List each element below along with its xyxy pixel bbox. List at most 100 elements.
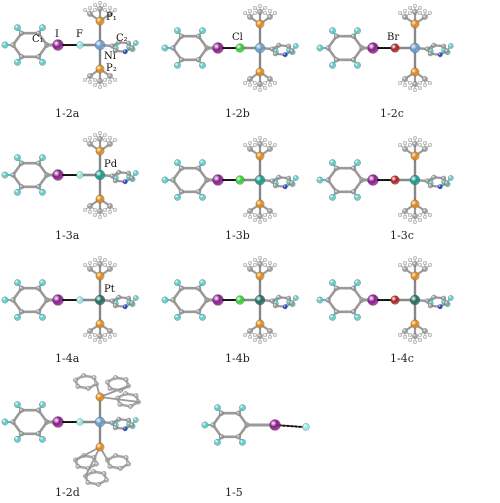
carbon-atom <box>109 298 115 304</box>
hydrogen-atom <box>253 258 257 262</box>
hydrogen-atom <box>398 11 402 15</box>
hydrogen-atom <box>413 136 417 140</box>
panel-1-2c: Br1-2c <box>316 4 454 120</box>
hydrogen-atom <box>398 143 402 147</box>
carbon-atom <box>269 46 275 52</box>
carbon-atom <box>81 373 86 378</box>
phosphorus-atom <box>95 146 105 156</box>
fluorine-atom <box>316 176 324 184</box>
fluorine-atom <box>133 170 139 176</box>
p-c-bond <box>99 385 130 398</box>
hydrogen-atom <box>248 215 252 219</box>
carbon-atom <box>272 303 278 309</box>
hydrogen-atom <box>253 6 257 10</box>
carbon-atom <box>325 45 331 51</box>
carbon-atom <box>35 407 42 413</box>
hydrogen-atom <box>88 210 92 214</box>
hydrogen-atom <box>263 218 267 222</box>
fluorine-atom <box>201 421 209 429</box>
carbon-atom <box>247 208 253 214</box>
hydrogen-atom <box>398 213 402 217</box>
carbon-atom <box>97 261 103 267</box>
carbon-atom <box>257 213 263 219</box>
panel-1-2b: Cl1-2b <box>161 4 299 120</box>
hydrogen-atom <box>103 258 107 262</box>
carbon-atom <box>18 160 25 166</box>
carbon-atom <box>112 425 118 431</box>
fluorine-atom <box>133 40 139 46</box>
fluorine-atom <box>174 279 181 287</box>
fluorine-atom <box>329 61 336 69</box>
fluorine-atom <box>39 188 46 196</box>
carbon-atom <box>350 57 357 63</box>
hydrogen-atom <box>408 81 412 85</box>
carbon-atom <box>350 285 357 291</box>
hydrogen-atom <box>413 256 417 260</box>
phosphorus-atom <box>410 271 420 281</box>
carbon-atom <box>350 33 357 39</box>
carbon-atom <box>257 261 263 267</box>
fluorine-atom <box>39 401 46 409</box>
bromine-atom <box>390 295 400 305</box>
metal-atom <box>254 174 266 186</box>
carbon-atom <box>267 328 273 334</box>
hydrogen-atom <box>398 263 402 267</box>
carbon-atom <box>286 43 292 49</box>
fluorine-atom <box>329 159 336 167</box>
panel-1-3a: Pd1-3a <box>1 131 139 242</box>
hydrogen-atom <box>103 8 107 12</box>
fluorine-atom <box>76 296 84 304</box>
hydrogen-atom <box>418 81 422 85</box>
hydrogen-atom <box>103 133 107 137</box>
fluorine-atom <box>39 154 46 162</box>
carbon-atom <box>333 57 340 63</box>
carbon-atom <box>325 177 331 183</box>
nitrogen-atom <box>122 426 128 432</box>
carbon-atom <box>107 11 113 17</box>
hydrogen-atom <box>263 6 267 10</box>
carbon-atom <box>325 297 331 303</box>
hydrogen-atom <box>253 263 257 267</box>
carbon-atom <box>35 431 42 437</box>
hydrogen-atom <box>253 138 257 142</box>
carbon-atom <box>257 81 263 87</box>
hydrogen-atom <box>253 11 257 15</box>
atom-label-metal: Ni <box>104 51 116 62</box>
carbon-atom <box>333 309 340 315</box>
hydrogen-atom <box>253 218 257 222</box>
metal-atom <box>254 42 266 54</box>
carbon-atom <box>35 285 42 291</box>
atom-label-p1: P₁ <box>106 12 117 23</box>
atom-label-p2: P₂ <box>106 63 117 74</box>
hydrogen-atom <box>418 263 422 267</box>
fluorine-atom <box>14 279 21 287</box>
phosphorus-atom <box>410 151 420 161</box>
phosphorus-atom <box>410 19 420 29</box>
hydrogen-atom <box>103 3 107 7</box>
carbon-atom <box>109 173 115 179</box>
carbon-atom <box>91 469 96 474</box>
carbon-atom <box>116 39 122 45</box>
fluorine-atom <box>1 296 9 304</box>
hydrogen-atom <box>258 88 262 92</box>
carbon-atom <box>126 40 132 46</box>
carbon-atom <box>129 300 135 306</box>
hydrogen-atom <box>98 256 102 260</box>
fluorine-atom <box>199 313 206 321</box>
hydrogen-atom <box>403 261 407 265</box>
hydrogen-atom <box>103 333 107 337</box>
carbon-atom <box>402 76 408 82</box>
carbon-atom <box>178 165 185 171</box>
fluorine-atom <box>239 404 246 412</box>
fluorine-atom <box>448 295 454 301</box>
carbon-atom <box>18 30 25 36</box>
hydrogen-atom <box>258 4 262 8</box>
iodine-atom <box>367 42 379 54</box>
hydrogen-atom <box>263 258 267 262</box>
hydrogen-atom <box>258 220 262 224</box>
carbon-atom <box>113 453 118 458</box>
hydrogen-atom <box>428 333 432 337</box>
hydrogen-atom <box>253 143 257 147</box>
carbon-atom <box>86 386 91 391</box>
carbon-atom <box>402 14 408 20</box>
